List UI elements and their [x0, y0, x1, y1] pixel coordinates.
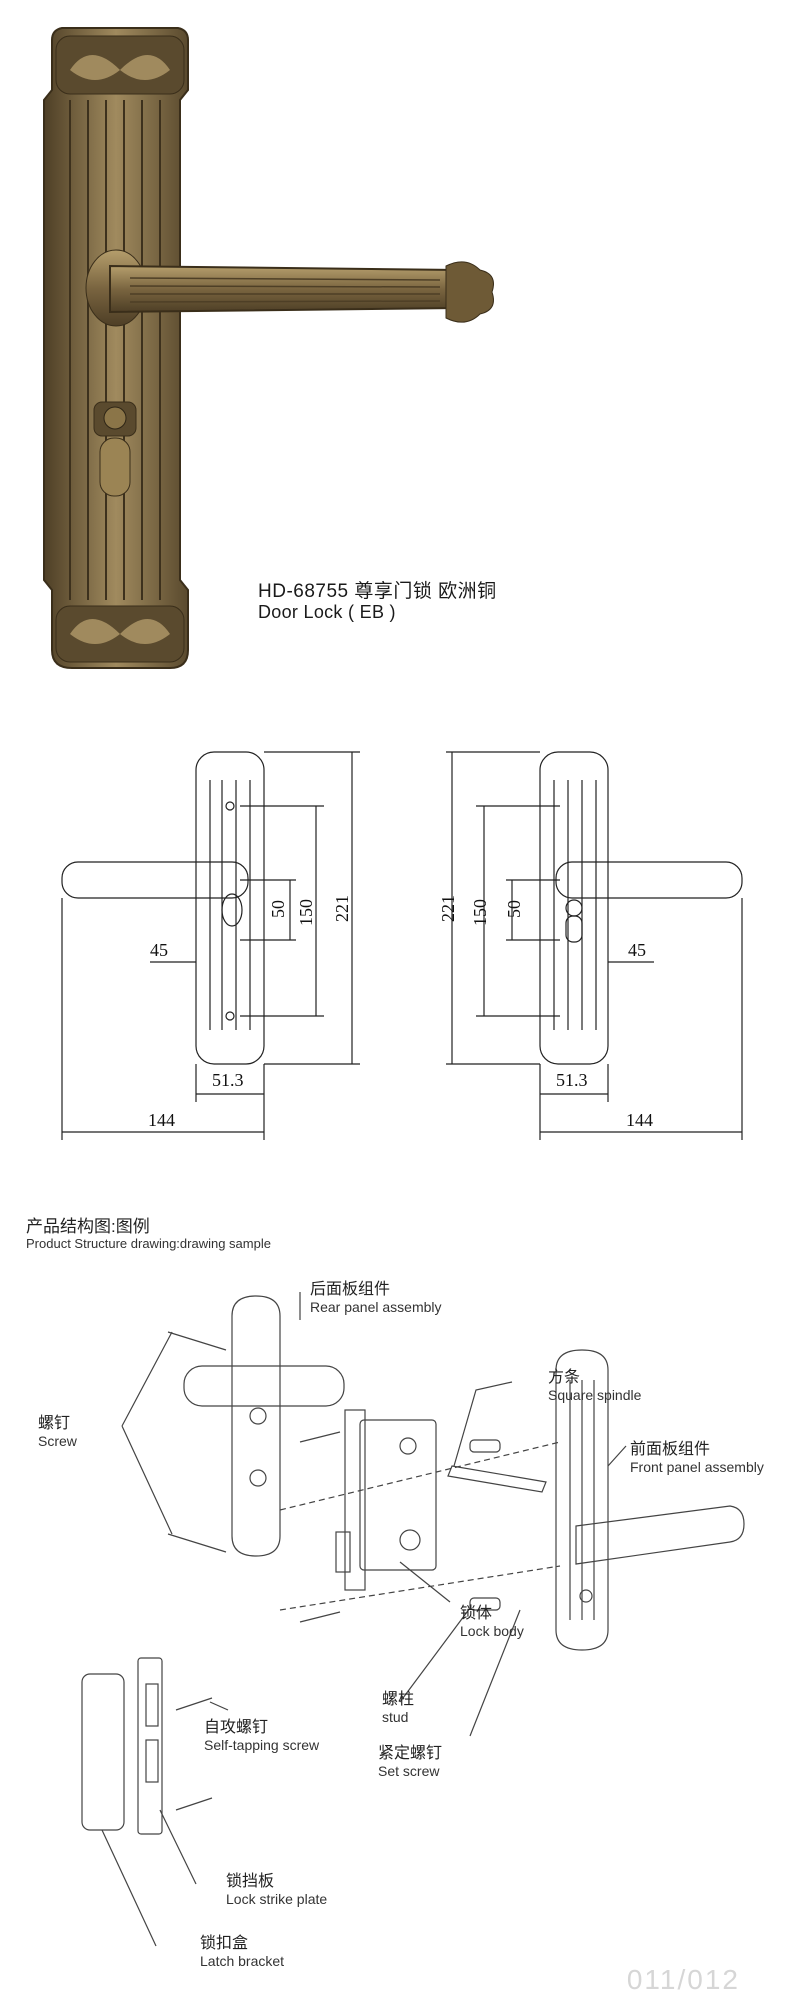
- structure-heading-cn: 产品结构图:图例: [26, 1217, 150, 1236]
- product-subtitle: Door Lock ( EB ): [258, 602, 396, 622]
- right-dim-45: 45: [628, 940, 646, 960]
- right-dim-513: 51.3: [556, 1070, 588, 1090]
- right-plate: [539, 751, 609, 1065]
- left-dim-144: 144: [148, 1110, 175, 1130]
- right-dim-50: 50: [504, 900, 524, 918]
- left-dim-221: 221: [332, 895, 352, 922]
- left-dim-45: 45: [150, 940, 168, 960]
- exploded-view: [81, 1292, 745, 1947]
- product-photo: [43, 27, 494, 669]
- left-dim-50: 50: [268, 900, 288, 918]
- structure-heading-en: Product Structure drawing:drawing sample: [26, 1236, 271, 1251]
- left-plate: [195, 751, 265, 1065]
- left-dim-513: 51.3: [212, 1070, 244, 1090]
- product-title: HD-68755 尊享门锁 欧洲铜: [258, 581, 497, 602]
- page-code: 011/012: [626, 1964, 740, 1995]
- right-dim-150: 150: [470, 899, 490, 926]
- right-dim-221: 221: [438, 895, 458, 922]
- left-dim-150: 150: [296, 899, 316, 926]
- right-dim-144: 144: [626, 1110, 653, 1130]
- dimension-drawing: 45 51.3 144 50 150 221 45 51.3 144 50 15…: [61, 751, 743, 1140]
